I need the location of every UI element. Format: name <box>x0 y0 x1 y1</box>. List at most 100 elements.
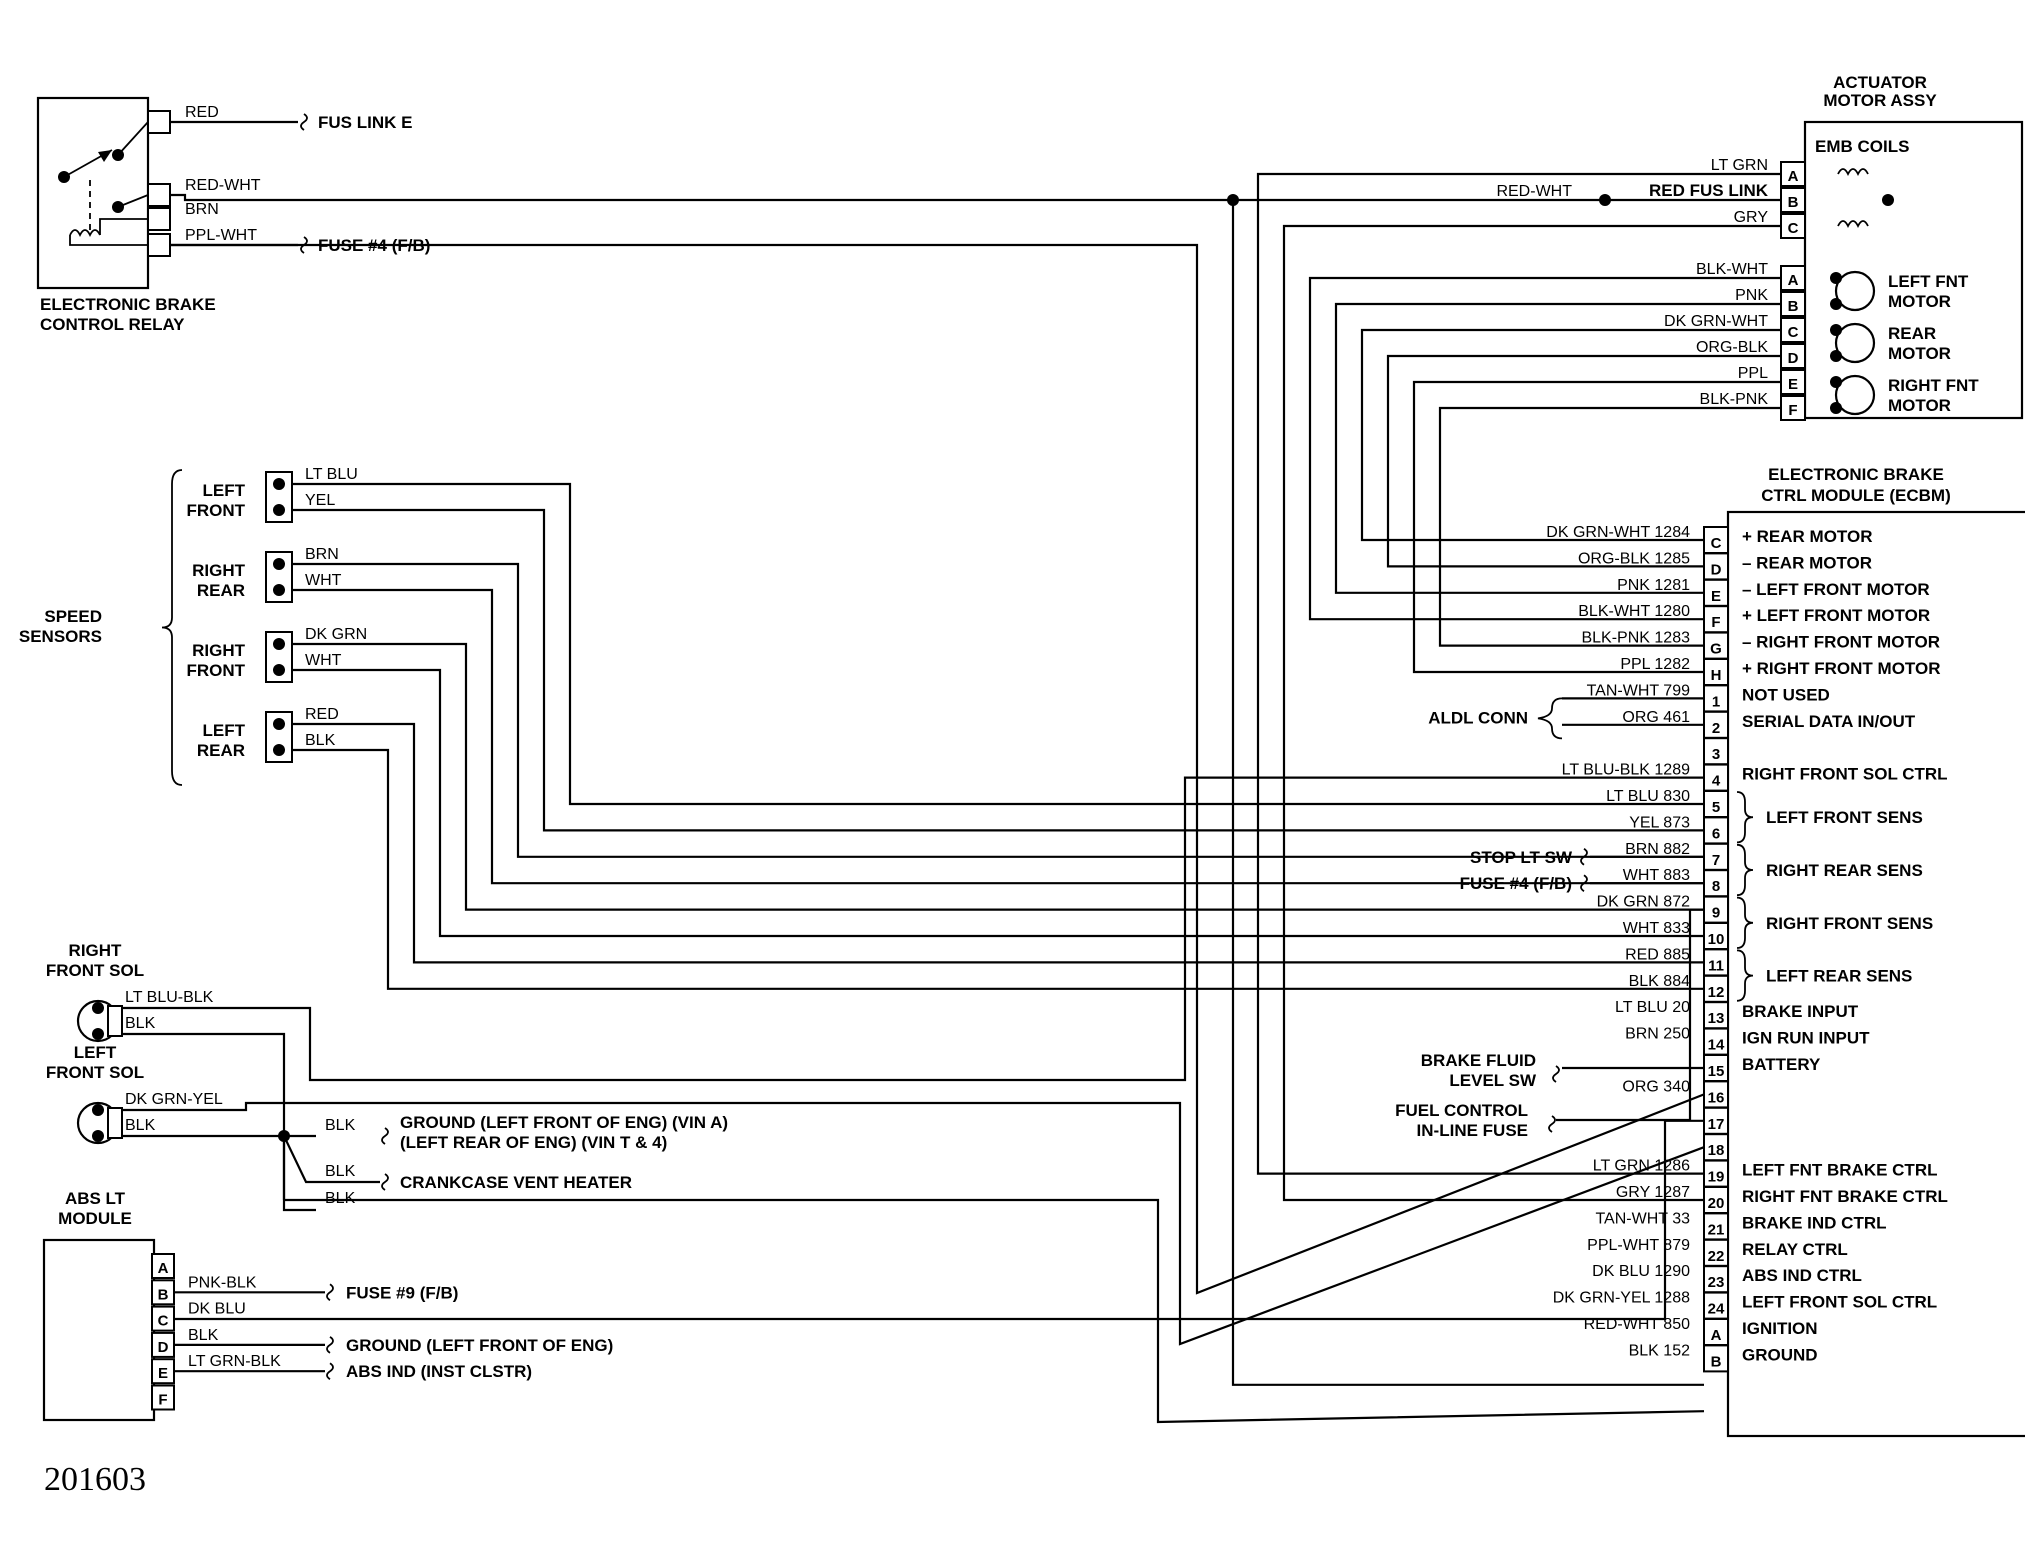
abs-lead-icon <box>326 1283 334 1302</box>
solenoid-terminal-dot <box>92 1002 104 1014</box>
brake-fluid-label: LEVEL SW <box>1449 1071 1537 1090</box>
actuator-wire-label: GRY <box>1734 209 1769 226</box>
pin-label: 21 <box>1708 1221 1725 1238</box>
pin-label: 7 <box>1712 852 1720 869</box>
pin-label: 4 <box>1712 773 1721 790</box>
rf-sol-ctrl-wire <box>122 776 1704 1082</box>
pin-label: A <box>158 1260 169 1277</box>
ground-splice-dot <box>278 1130 290 1142</box>
motor-label: MOTOR <box>1888 344 1951 363</box>
ecbm-wire-label: PPL-WHT 879 <box>1587 1237 1690 1254</box>
actuator-wire-label: RED-WHT <box>1496 183 1572 200</box>
ecbm-pin <box>1703 974 1729 1003</box>
emb-coils-label: EMB COILS <box>1815 137 1909 156</box>
ecbm-wire-label: WHT 883 <box>1623 867 1690 884</box>
ecbm-pin-function: – LEFT FRONT MOTOR <box>1742 580 1930 599</box>
motor-terminal-dot <box>1830 272 1842 284</box>
sensor-terminal-dot <box>273 664 285 676</box>
ecbm-pin-function: RIGHT FNT BRAKE CTRL <box>1742 1187 1948 1206</box>
relay-coil-lead <box>69 235 148 246</box>
abs-pin <box>151 1279 175 1306</box>
abs-pin <box>151 1358 175 1385</box>
relay-title: CONTROL RELAY <box>40 315 185 334</box>
diagram-caption: 201603 <box>44 1461 146 1498</box>
abs-wire-label: PNK-BLK <box>188 1274 257 1291</box>
relay-coil-icon <box>69 229 101 238</box>
abs-wire-dest: GROUND (LEFT FRONT OF ENG) <box>346 1336 613 1355</box>
ecbm-wire-label: RED 885 <box>1625 946 1690 963</box>
actuator-box <box>1803 120 2024 420</box>
motor-label: LEFT FNT <box>1888 272 1969 291</box>
sens-group-label: LEFT FRONT SENS <box>1766 808 1923 827</box>
ecbm-wire-label: BLK-PNK 1283 <box>1581 630 1690 647</box>
abs-pin <box>151 1331 175 1358</box>
motor-ctrl-wire <box>1360 328 1781 542</box>
relay-internal-wire <box>117 121 149 156</box>
actuator-wire-label: ORG-BLK <box>1696 339 1768 356</box>
pin-label: F <box>1788 402 1797 419</box>
solenoid-wire-label: LT BLU-BLK <box>125 989 214 1006</box>
fuel-ctrl-label: FUEL CONTROL <box>1395 1101 1528 1120</box>
relay-switch-arrow-icon <box>98 150 112 162</box>
speed-sensors-title: SENSORS <box>19 627 102 646</box>
solenoid-wire-label: BLK <box>125 1015 156 1032</box>
pin-label: 14 <box>1708 1037 1725 1054</box>
relay-pin <box>147 183 171 207</box>
ecbm-pin-function: LEFT FNT BRAKE CTRL <box>1742 1161 1937 1180</box>
ecbm-pin-function: BRAKE IND CTRL <box>1742 1213 1887 1232</box>
sens-group-brace <box>1736 896 1754 949</box>
pin-label: 2 <box>1712 720 1720 737</box>
crankcase-wire <box>283 1135 380 1184</box>
motor-icon <box>1834 374 1876 416</box>
solenoid-connector <box>107 1107 123 1139</box>
pin-label: C <box>1788 220 1799 237</box>
pin-label: 9 <box>1712 905 1720 922</box>
ecbm-pin <box>1703 1001 1729 1030</box>
ecbm-title: CTRL MODULE (ECBM) <box>1761 486 1951 505</box>
pin-label: 6 <box>1712 825 1720 842</box>
brake-fluid-lead-icon <box>1552 1065 1560 1083</box>
speed-sensor-label: LEFT <box>203 721 246 740</box>
ecbm-wire-label: TAN-WHT 33 <box>1595 1210 1690 1227</box>
actuator-pin <box>1780 187 1806 213</box>
actuator-pin <box>1780 395 1806 421</box>
abs-pin <box>151 1253 175 1279</box>
pin-label: 16 <box>1708 1089 1725 1106</box>
ignition-wire <box>1231 200 1704 1386</box>
ecbm-pin <box>1703 552 1729 581</box>
wires-layer <box>122 120 1890 1424</box>
pin-label: 11 <box>1708 957 1724 974</box>
pin-label: B <box>1711 1353 1722 1370</box>
ground-wire-label: BLK <box>325 1163 356 1180</box>
ecbm-wire-label: BRN 250 <box>1625 1026 1690 1043</box>
ecbm-pin-function: ABS IND CTRL <box>1742 1266 1862 1285</box>
ecbm-title: ELECTRONIC BRAKE <box>1768 465 1944 484</box>
sensor-terminal-dot <box>273 638 285 650</box>
relay-wire-dest: FUS LINK E <box>318 113 412 132</box>
pin-label: 22 <box>1708 1248 1725 1265</box>
ecbm-pin <box>1703 1159 1729 1188</box>
pin-label: C <box>158 1313 169 1330</box>
pin-label: 3 <box>1712 746 1720 763</box>
actuator-wire-label: DK GRN-WHT <box>1664 313 1768 330</box>
relay-box <box>36 96 150 290</box>
ecbm-pin-function: IGNITION <box>1742 1319 1818 1338</box>
ecbm-pin <box>1703 1027 1729 1056</box>
components-layer <box>36 96 2025 1438</box>
relay-internal-wire <box>117 194 149 208</box>
brake-fluid-label: BRAKE FLUID <box>1421 1051 1536 1070</box>
ecbm-pin <box>1703 1344 1729 1373</box>
relay-pin <box>147 233 171 257</box>
ignition-splice-dot <box>1227 194 1239 206</box>
abs-wire-label: BLK <box>188 1327 219 1344</box>
ecbm-pin-function: – REAR MOTOR <box>1742 553 1872 572</box>
ecbm-pin-function: IGN RUN INPUT <box>1742 1029 1870 1048</box>
ecbm-pin <box>1703 895 1729 924</box>
ecbm-wire-label: TAN-WHT 799 <box>1587 682 1691 699</box>
ecbm-module-box <box>1726 510 2025 1438</box>
sensor-wire-label: WHT <box>305 652 342 669</box>
pin-label: F <box>158 1392 167 1409</box>
speed-sensor-label: REAR <box>197 741 245 760</box>
pin-label: 20 <box>1708 1195 1725 1212</box>
solenoid-connector <box>107 1005 123 1037</box>
